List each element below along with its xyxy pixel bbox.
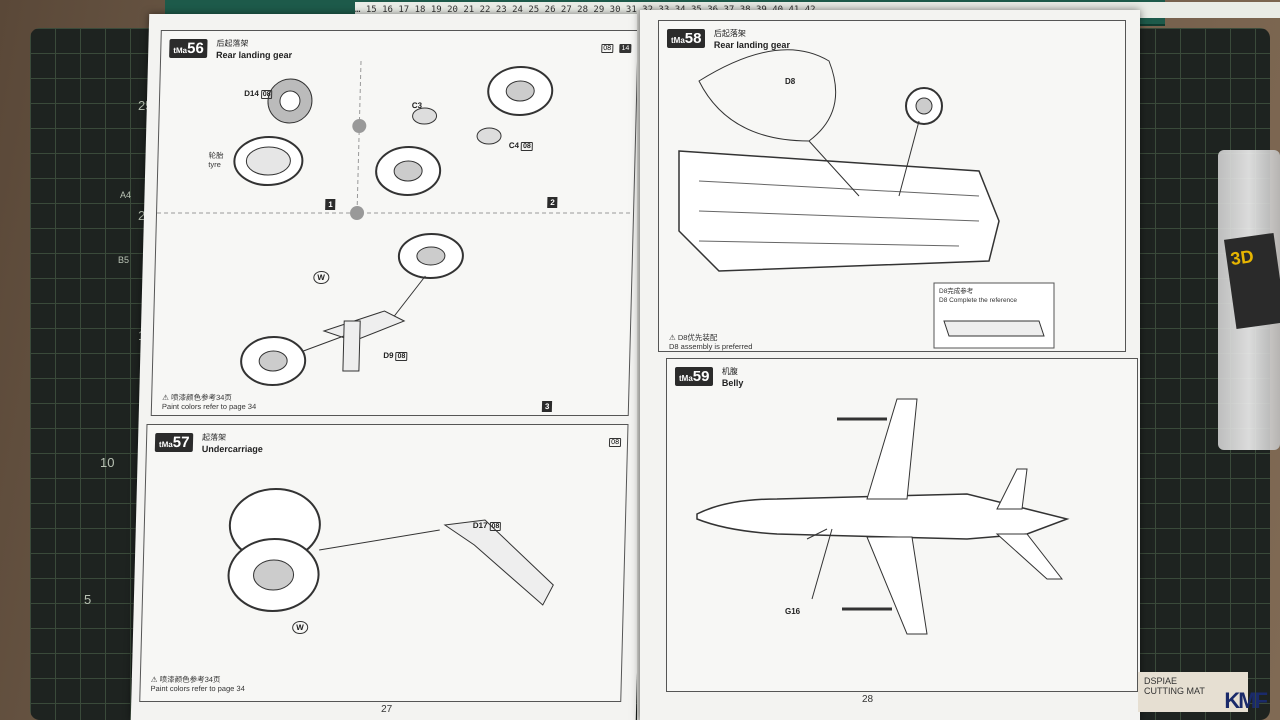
step-58-title: tMa58 后起落架 Rear landing gear	[667, 27, 790, 50]
sub-step: 3	[541, 401, 553, 412]
arrow-down-icon	[350, 206, 365, 220]
page-number-left: 27	[380, 704, 393, 715]
step-58-drawing	[678, 49, 1055, 349]
step-59-title-cn: 机腹	[721, 367, 738, 376]
arrow-right-icon	[352, 119, 367, 133]
part-label: G16	[785, 607, 801, 616]
step-59-title: tMa59 机腹 Belly	[675, 365, 743, 388]
mat-number: 10	[100, 455, 115, 470]
step-56-drawing	[157, 61, 634, 386]
step-58-title-cn: 后起落架	[713, 29, 746, 38]
step-58-title-en: Rear landing gear	[713, 40, 790, 50]
part-label: C3	[411, 101, 423, 110]
step-59-panel: tMa59 机腹 Belly G16	[666, 358, 1138, 692]
step-59-aircraft-drawing	[696, 398, 1070, 635]
warning-icon: ⚠	[150, 675, 158, 684]
sub-step: 1	[325, 199, 336, 210]
mat-number: 5	[84, 592, 92, 607]
page-number-right: 28	[862, 694, 874, 705]
watermark-logo: KMF	[1224, 688, 1268, 713]
step-57-drawing	[227, 488, 554, 612]
warning-icon: ⚠	[669, 333, 676, 342]
w-marker: W	[292, 621, 308, 634]
mat-label-b5: B5	[118, 255, 130, 265]
step-59-badge: tMa59	[675, 367, 714, 386]
warning-icon: ⚠	[162, 393, 170, 402]
step-58-badge: tMa58	[667, 29, 706, 48]
mat-label-a4: A4	[120, 190, 132, 200]
step-59-title-en: Belly	[721, 378, 744, 388]
part-label: D8	[785, 77, 796, 86]
sub-step: 2	[547, 197, 558, 208]
w-marker: W	[313, 271, 330, 284]
